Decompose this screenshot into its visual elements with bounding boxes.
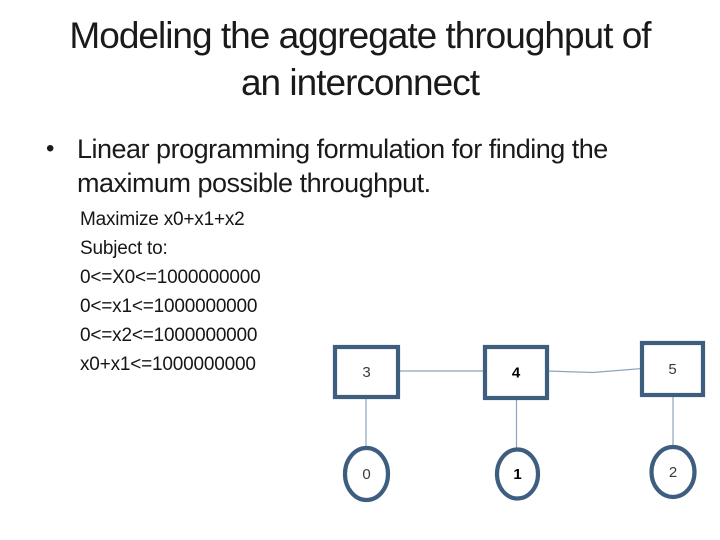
interconnect-diagram: 3 4 5 0 1 2 [332, 340, 706, 503]
slide-title-line-2: an interconnect [240, 62, 480, 103]
host-node-2-label: 2 [669, 464, 677, 481]
bullet-marker: • [46, 135, 55, 162]
lp-formulation-line: Subject to: [80, 238, 168, 259]
lp-formulation-line: x0+x1<=1000000000 [80, 354, 256, 375]
lp-formulation-line: 0<=x1<=1000000000 [80, 296, 258, 317]
slide-title-line-1: Modeling the aggregate throughput of [69, 15, 651, 56]
bullet-item: • Linear programming formulation for fin… [46, 132, 608, 200]
host-node-1 [494, 447, 541, 501]
host-node-2 [649, 444, 697, 500]
host-node-0-label: 0 [362, 466, 370, 483]
bullet-text-line-2: maximum possible throughput. [77, 168, 431, 198]
switch-node-4-label: 4 [512, 365, 521, 382]
switch-node-3-label: 3 [362, 364, 370, 381]
lp-formulation-line: 0<=x2<=1000000000 [80, 325, 258, 346]
lp-formulation-line: Maximize x0+x1+x2 [80, 209, 245, 230]
switch-node-5-label: 5 [668, 361, 676, 378]
switch-node-3 [332, 344, 401, 400]
slide-title: Modeling the aggregate throughput of an … [0, 12, 720, 106]
switch-node-4 [482, 344, 550, 401]
host-node-1-label: 1 [513, 466, 521, 483]
bullet-text-line-1: Linear programming formulation for findi… [77, 134, 608, 164]
switch-node-5 [639, 340, 706, 398]
host-node-0 [342, 445, 391, 503]
link-switch4-switch5 [546, 367, 643, 374]
bullet-text: Linear programming formulation for findi… [77, 132, 608, 200]
lp-formulation-line: 0<=X0<=1000000000 [80, 267, 261, 288]
